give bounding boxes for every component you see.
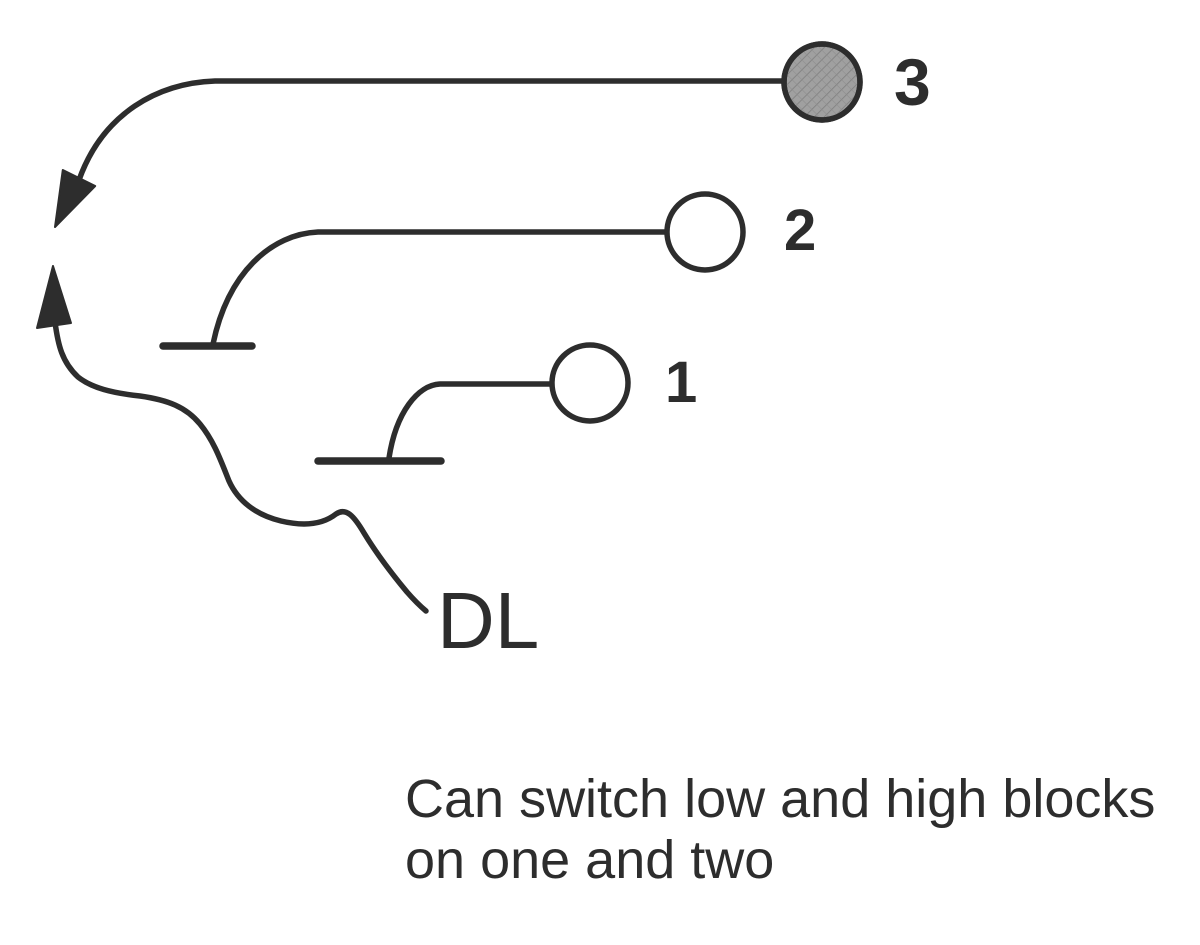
- player-marker-1: [549, 342, 631, 424]
- player-label-2: 2: [784, 198, 816, 263]
- route-line-player-3: [76, 78, 786, 183]
- arrowhead-down-icon: [54, 169, 97, 228]
- dl-label: DL: [437, 576, 539, 665]
- player-label-1: 1: [665, 350, 697, 415]
- arrowhead-up-icon: [36, 265, 72, 329]
- caption-line-1: Can switch low and high blocks: [405, 769, 1155, 829]
- player-label-3: 3: [894, 45, 931, 119]
- route-line-player-2: [210, 229, 671, 347]
- caption-line-2: on one and two: [405, 830, 774, 890]
- player-marker-2: [664, 191, 746, 273]
- dl-route-line: [52, 319, 429, 614]
- player-marker-3-hatch: [781, 41, 863, 123]
- route-line-player-1: [386, 381, 554, 461]
